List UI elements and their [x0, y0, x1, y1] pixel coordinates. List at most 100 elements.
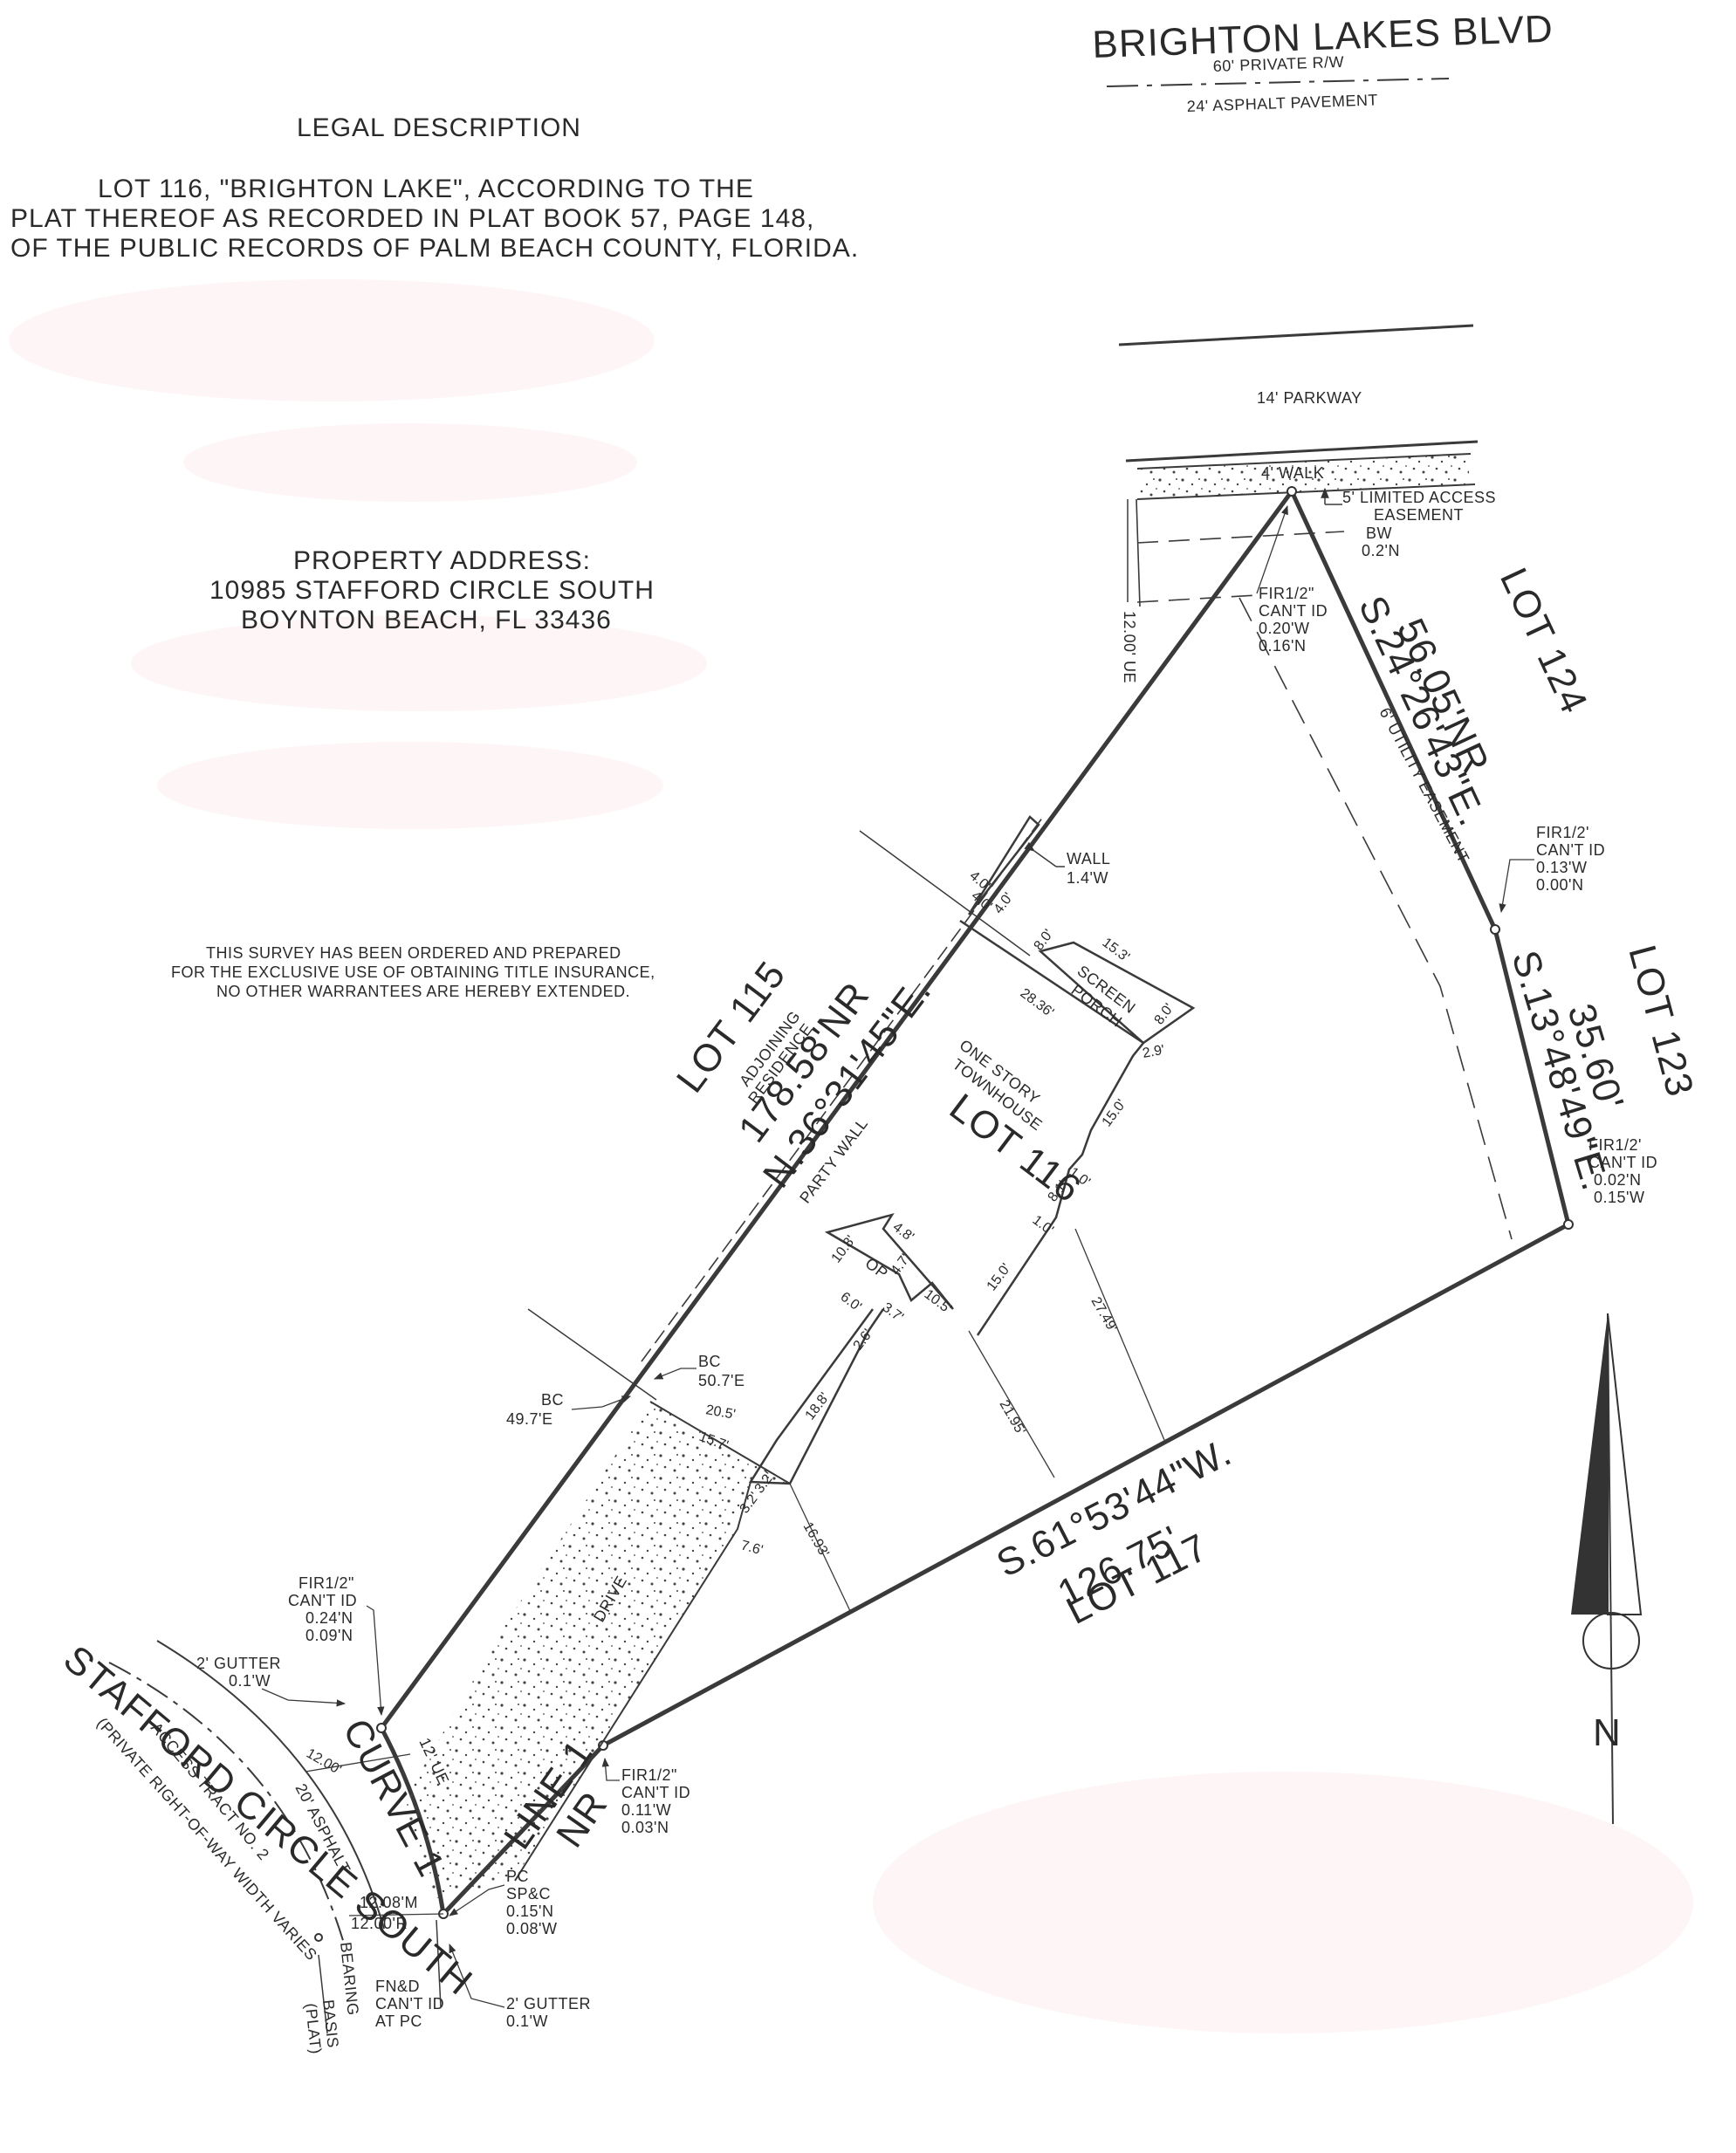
dim-8-0a: 8.0': [1032, 927, 1057, 953]
monument-w: FIR1/2" CAN'T ID 0.24'N 0.09'N: [288, 1574, 385, 1717]
fir-s-1: FIR1/2": [621, 1766, 677, 1784]
disclaimer: THIS SURVEY HAS BEEN ORDERED AND PREPARE…: [171, 944, 655, 1000]
walk-area: 4' WALK 5' LIMITED ACCESS EASEMENT BW 0.…: [1136, 453, 1496, 607]
monument-e2: FIR1/2' CAN'T ID 0.02'N 0.15'W: [1588, 1136, 1657, 1206]
monument-e1: FIR1/2' CAN'T ID 0.13'W 0.00'N: [1499, 824, 1605, 914]
ue-12-label: 12.00' UE: [1121, 611, 1138, 683]
fnd-2: CAN'T ID: [375, 1995, 444, 2012]
lot-123-label: LOT 123: [1620, 941, 1701, 1101]
legal-line-1: LOT 116, "BRIGHTON LAKE", ACCORDING TO T…: [98, 175, 754, 203]
fir-e2-4: 0.15'W: [1594, 1189, 1644, 1206]
limited-access-2: EASEMENT: [1374, 506, 1464, 524]
monument-top: FIR1/2" CAN'T ID 0.20'W 0.16'N: [1256, 505, 1328, 655]
dim-2-9: 2.9': [1142, 1043, 1166, 1061]
north-label: N: [1593, 1711, 1622, 1754]
monument-fnd: FN&D CAN'T ID AT PC: [314, 1933, 444, 2030]
fir-top-1: FIR1/2": [1259, 585, 1314, 602]
legal-line-3: OF THE PUBLIC RECORDS OF PALM BEACH COUN…: [10, 234, 859, 263]
address-line-1: 10985 STAFFORD CIRCLE SOUTH: [209, 576, 655, 605]
fir-e1-3: 0.13'W: [1536, 859, 1587, 876]
fir-w-2: CAN'T ID: [288, 1592, 357, 1609]
dim-28-36: 28.36': [1018, 986, 1057, 1021]
driveway: [401, 1401, 791, 1898]
dim-12-00: 12.00': [304, 1746, 344, 1778]
fir-e2-1: FIR1/2': [1588, 1136, 1642, 1154]
dim-10-8: 10.8': [829, 1233, 859, 1266]
street-top: BRIGHTON LAKES BLVD 60' PRIVATE R/W 24' …: [1092, 8, 1554, 463]
bc-1a: BC: [698, 1353, 721, 1370]
fir-w-4: 0.09'N: [305, 1627, 353, 1644]
pc-2: SP&C: [506, 1885, 551, 1903]
parkway-label: 14' PARKWAY: [1257, 389, 1362, 407]
bc-2b: 49.7'E: [506, 1410, 552, 1428]
disclaimer-line-1: THIS SURVEY HAS BEEN ORDERED AND PREPARE…: [206, 944, 621, 962]
monument-s: FIR1/2" CAN'T ID 0.11'W 0.03'N: [601, 1757, 690, 1836]
legal-heading: LEGAL DESCRIPTION: [297, 113, 581, 142]
disclaimer-line-3: NO OTHER WARRANTEES ARE HEREBY EXTENDED.: [216, 983, 630, 1000]
legal-description: LEGAL DESCRIPTION LOT 116, "BRIGHTON LAK…: [10, 113, 859, 263]
bc-callout-1: BC 50.7'E: [654, 1353, 744, 1389]
limited-access-1: 5' LIMITED ACCESS: [1342, 489, 1496, 506]
dim-4-7: 4.7': [889, 1251, 914, 1278]
dim-7-6: 7.6': [739, 1538, 765, 1558]
bearing-basis-1: BEARING: [337, 1941, 362, 2016]
stafford-road: [108, 1640, 442, 2034]
bc-2a: BC: [541, 1391, 564, 1409]
dim-2-6: 2.6': [851, 1327, 876, 1353]
dim-1-0b: 1.0': [1030, 1213, 1056, 1238]
dim-15-0a: 15.0': [1100, 1097, 1129, 1130]
north-arrow: N: [1571, 1313, 1643, 1825]
gutter-top: 2' GUTTER 0.1'W: [196, 1655, 347, 1707]
dim-12-00r: 12.00'R: [351, 1915, 408, 1932]
gutter-top-2: 0.1'W: [229, 1672, 271, 1690]
dim-27-49: 27.49': [1088, 1295, 1120, 1335]
address-heading: PROPERTY ADDRESS:: [293, 546, 591, 575]
fir-top-3: 0.20'W: [1259, 620, 1309, 637]
op-label: OP: [862, 1254, 892, 1282]
wall-label: WALL: [1067, 850, 1110, 867]
fir-e1-1: FIR1/2': [1536, 824, 1589, 841]
address-line-2: BOYNTON BEACH, FL 33436: [241, 606, 612, 634]
fnd-1: FN&D: [375, 1978, 420, 1995]
fir-w-1: FIR1/2": [298, 1574, 354, 1592]
fir-s-4: 0.03'N: [621, 1819, 669, 1836]
fnd-3: AT PC: [375, 2012, 422, 2030]
gutter-bot-1: 2' GUTTER: [506, 1995, 591, 2012]
gutter-top-1: 2' GUTTER: [196, 1655, 281, 1672]
dim-21-95: 21.95': [997, 1398, 1028, 1438]
fir-e2-3: 0.02'N: [1594, 1171, 1641, 1189]
scan-smudges: [9, 279, 1693, 2033]
fir-s-2: CAN'T ID: [621, 1784, 690, 1801]
dim-20-5: 20.5': [704, 1402, 737, 1423]
walk-label: 4' WALK: [1261, 464, 1324, 482]
gutter-bot-2: 0.1'W: [506, 2012, 548, 2030]
fir-top-2: CAN'T ID: [1259, 602, 1328, 620]
fir-w-3: 0.24'N: [305, 1609, 353, 1627]
fir-top-4: 0.16'N: [1259, 637, 1306, 655]
disclaimer-line-2: FOR THE EXCLUSIVE USE OF OBTAINING TITLE…: [171, 963, 655, 981]
pc-3: 0.15'N: [506, 1903, 553, 1920]
dim-8-0b: 8.0': [1152, 1001, 1177, 1027]
wall-offset: 1.4'W: [1067, 869, 1108, 887]
bw-offset: 0.2'N: [1362, 542, 1400, 559]
bc-callout-2: BC 49.7'E: [506, 1391, 631, 1428]
lot-124-label: LOT 124: [1492, 562, 1595, 721]
dim-3-7: 3.7': [880, 1300, 906, 1326]
street-row: 60' PRIVATE R/W: [1212, 53, 1344, 75]
bw-label: BW: [1366, 525, 1392, 542]
wall-callout: WALL 1.4'W: [1024, 841, 1110, 887]
fir-e2-2: CAN'T ID: [1588, 1154, 1657, 1171]
dim-16-93: 16.93': [800, 1520, 832, 1560]
pc-1: PC: [506, 1868, 529, 1885]
dim-6-0: 6.0': [838, 1290, 864, 1315]
fir-e1-4: 0.00'N: [1536, 876, 1583, 894]
legal-line-2: PLAT THEREOF AS RECORDED IN PLAT BOOK 57…: [10, 204, 814, 233]
gutter-bottom: 2' GUTTER 0.1'W: [449, 1944, 591, 2030]
fir-e1-2: CAN'T ID: [1536, 841, 1605, 859]
street-pavement: 24' ASPHALT PAVEMENT: [1186, 91, 1378, 115]
fir-s-3: 0.11'W: [621, 1801, 671, 1819]
bc-1b: 50.7'E: [698, 1372, 744, 1389]
property-address: PROPERTY ADDRESS: 10985 STAFFORD CIRCLE …: [209, 546, 655, 634]
pc-4: 0.08'W: [506, 1920, 557, 1937]
